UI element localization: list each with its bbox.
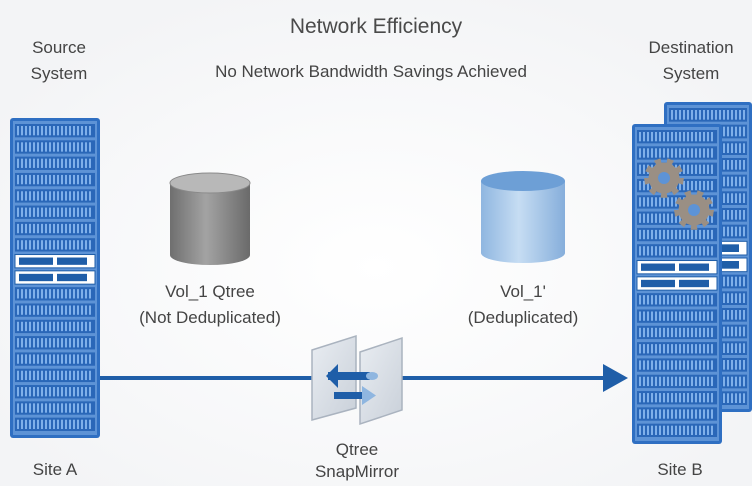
destination-volume-cylinder-icon [481, 171, 565, 263]
replication-arrowhead [603, 364, 628, 392]
source-volume-cylinder-icon [169, 172, 251, 265]
source-system-label-line2: System [30, 64, 88, 83]
destination-volume-state: (Deduplicated) [467, 308, 579, 327]
source-volume-name: Vol_1 Qtree [165, 282, 255, 301]
destination-site-label: Site B [657, 460, 703, 479]
source-system-rack [10, 118, 100, 438]
dedup-gear-icon [644, 158, 714, 230]
diagram-subtitle: No Network Bandwidth Savings Achieved [215, 62, 527, 81]
replication-label-line1: Qtree [335, 440, 379, 459]
source-system-label-line1: Source [32, 38, 86, 57]
source-volume-state: (Not Deduplicated) [139, 308, 281, 327]
destination-system-label-line2: System [662, 64, 720, 83]
replication-label-line2: SnapMirror [314, 462, 400, 481]
destination-system-label-line1: Destination [648, 38, 734, 57]
source-site-label: Site A [32, 460, 78, 479]
destination-volume-name: Vol_1' [500, 282, 546, 301]
qtree-snapmirror-icon [311, 334, 403, 426]
diagram-title: Network Efficiency [289, 15, 463, 38]
